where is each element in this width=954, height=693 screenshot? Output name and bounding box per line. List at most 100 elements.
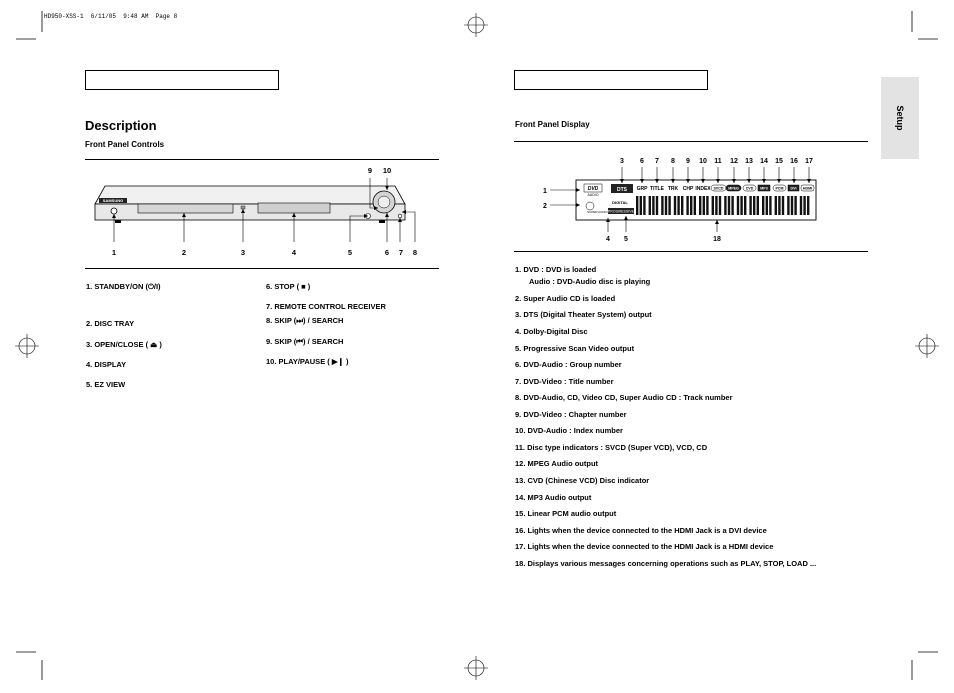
title-indicator: TITLE bbox=[650, 186, 665, 192]
callout-2: 2 bbox=[182, 248, 186, 257]
player-top bbox=[94, 185, 406, 205]
print-slug: HD950-XSS-1 6/11/05 9:48 AM Page 8 bbox=[44, 13, 178, 20]
grp-indicator: GRP bbox=[637, 186, 649, 192]
segment-bar bbox=[715, 196, 718, 215]
control-item-6: 6. STOP ( ■ ) bbox=[266, 282, 311, 291]
display-item: 16. Lights when the device connected to … bbox=[515, 526, 767, 535]
display-callout-8: 8 bbox=[671, 158, 675, 165]
section-subtitle-controls: Front Panel Controls bbox=[85, 140, 165, 149]
segment-bar bbox=[740, 196, 743, 215]
progressive-indicator bbox=[608, 208, 634, 214]
display-callout-1: 1 bbox=[543, 188, 547, 195]
callout-9: 9 bbox=[368, 166, 372, 175]
display-item: 1. DVD : DVD is loaded bbox=[515, 265, 597, 274]
display-callout-17: 17 bbox=[805, 158, 813, 165]
display-item: 2. Super Audio CD is loaded bbox=[515, 294, 616, 303]
segment-bar bbox=[807, 196, 810, 215]
brand-plate bbox=[99, 198, 127, 203]
segment-bar bbox=[664, 196, 668, 215]
segment-bar bbox=[731, 196, 734, 215]
display-callout-18: 18 bbox=[713, 236, 721, 243]
segment-bar bbox=[727, 196, 731, 215]
callout-6: 6 bbox=[385, 248, 389, 257]
display-item: 10. DVD-Audio : Index number bbox=[515, 426, 623, 435]
section-tab-label: Setup bbox=[895, 105, 905, 131]
segment-bar bbox=[724, 196, 727, 215]
mp3-indicator: MP3 bbox=[760, 187, 767, 191]
svg-text:PROGRESSIVE: PROGRESSIVE bbox=[608, 210, 635, 214]
pcm-indicator: PCM bbox=[776, 187, 784, 191]
display-item: 4. Dolby-Digital Disc bbox=[515, 327, 588, 336]
divider bbox=[85, 159, 439, 160]
display-item: 3. DTS (Digital Theater System) output bbox=[515, 310, 652, 319]
standby-button bbox=[110, 207, 118, 215]
dvi-indicator: DVI bbox=[791, 187, 797, 191]
display-item: 9. DVD-Video : Chapter number bbox=[515, 410, 627, 419]
page-title: Description bbox=[85, 118, 157, 133]
callout-3: 3 bbox=[241, 248, 245, 257]
segment-bar bbox=[655, 196, 659, 215]
segment-bar bbox=[636, 196, 639, 215]
section-tab: Setup bbox=[881, 77, 919, 159]
display-item: 18. Displays various messages concerning… bbox=[515, 559, 817, 568]
segment-bar bbox=[756, 196, 759, 215]
control-item-5: 5. EZ VIEW bbox=[86, 380, 126, 389]
header-box-right bbox=[514, 70, 708, 90]
dvd-indicator: DVD bbox=[588, 186, 599, 192]
display-callout-11: 11 bbox=[714, 158, 722, 165]
segment-bar bbox=[778, 196, 781, 215]
segment-bar bbox=[744, 196, 747, 215]
section-subtitle-display: Front Panel Display bbox=[515, 120, 590, 129]
segment-bar bbox=[668, 196, 671, 215]
callout-7: 7 bbox=[399, 248, 403, 257]
callout-4: 4 bbox=[292, 248, 297, 257]
display-callout-5: 5 bbox=[624, 236, 628, 243]
control-item-8: 8. SKIP (⏭) / SEARCH bbox=[266, 316, 344, 325]
segment-bar bbox=[799, 196, 803, 215]
control-item-2: 2. DISC TRAY bbox=[86, 319, 135, 328]
display-callout-10: 10 bbox=[699, 158, 707, 165]
segment-bar bbox=[803, 196, 806, 215]
segment-bar bbox=[718, 196, 722, 215]
display-callout-14: 14 bbox=[760, 158, 768, 165]
segment-bar bbox=[677, 196, 680, 215]
segment-bar bbox=[765, 196, 768, 215]
display-callout-16: 16 bbox=[790, 158, 798, 165]
character-segments bbox=[636, 196, 810, 215]
segment-bar bbox=[794, 196, 797, 215]
open-close-button bbox=[240, 205, 246, 210]
control-item-1: 1. STANDBY/ON (⏻/I) bbox=[86, 282, 161, 291]
display-callout-13: 13 bbox=[745, 158, 753, 165]
segment-bar bbox=[787, 196, 790, 215]
segment-bar bbox=[753, 196, 756, 215]
chp-indicator: CHP bbox=[683, 186, 694, 192]
segment-bar bbox=[693, 196, 696, 215]
display-item: 17. Lights when the device connected to … bbox=[515, 542, 774, 551]
svg-text:DTS: DTS bbox=[617, 187, 628, 193]
display-item: Audio : DVD-Audio disc is playing bbox=[529, 277, 651, 286]
remote-sensor bbox=[397, 213, 403, 219]
display-callout-4: 4 bbox=[606, 236, 610, 243]
segment-bar bbox=[781, 196, 785, 215]
front-panel-display-illustration: DVD AUDIO SUPER AUDIO CD DTS DIGITAL PRO… bbox=[543, 158, 817, 243]
callout-5: 5 bbox=[348, 248, 352, 257]
segment-bar bbox=[699, 196, 702, 215]
segment-bar bbox=[690, 196, 693, 215]
segment-bar bbox=[774, 196, 777, 215]
display-item: 5. Progressive Scan Video output bbox=[515, 344, 635, 353]
segment-bar bbox=[769, 196, 772, 215]
index-indicator: INDEX bbox=[695, 186, 711, 192]
display-item: 15. Linear PCM audio output bbox=[515, 509, 617, 518]
segment-bar bbox=[643, 196, 646, 215]
segment-bar bbox=[702, 196, 705, 215]
mpeg-indicator: MPEG bbox=[728, 187, 739, 191]
segment-bar bbox=[706, 196, 709, 215]
display-item: 6. DVD-Audio : Group number bbox=[515, 360, 622, 369]
control-item-10: 10. PLAY/PAUSE ( ▶❙ ) bbox=[266, 357, 349, 366]
control-item-3: 3. OPEN/CLOSE ( ⏏ ) bbox=[86, 340, 162, 349]
display-callout-9: 9 bbox=[686, 158, 690, 165]
svcd-indicator: SVCD bbox=[714, 187, 724, 191]
display-window bbox=[257, 202, 331, 214]
segment-bar bbox=[639, 196, 642, 215]
display-callout-12: 12 bbox=[730, 158, 738, 165]
